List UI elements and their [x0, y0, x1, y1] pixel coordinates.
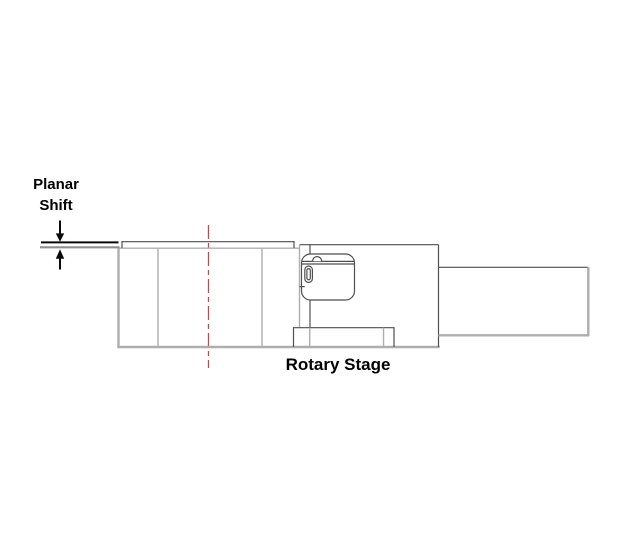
motor-cap-semicircle: [311, 256, 323, 262]
stage-body: [117, 244, 440, 349]
shift-up-arrow: [55, 249, 65, 270]
planar-shift-label-line1: Planar: [33, 176, 79, 193]
shift-down-arrow: [55, 220, 65, 242]
motor-screw-slot: [306, 268, 311, 281]
motor-housing-outline: [300, 253, 356, 301]
planar-shift-label-line2: Shift: [39, 197, 73, 214]
planar-shift-annotation: [40, 220, 120, 270]
planar-shift-label: Planar Shift: [25, 174, 87, 216]
base-notch: [292, 327, 395, 347]
rotary-stage-label: Rotary Stage: [285, 355, 391, 374]
motor-housing: [299, 253, 356, 301]
stage-top-plate: [121, 241, 295, 248]
shaft-extension: [438, 266, 590, 337]
